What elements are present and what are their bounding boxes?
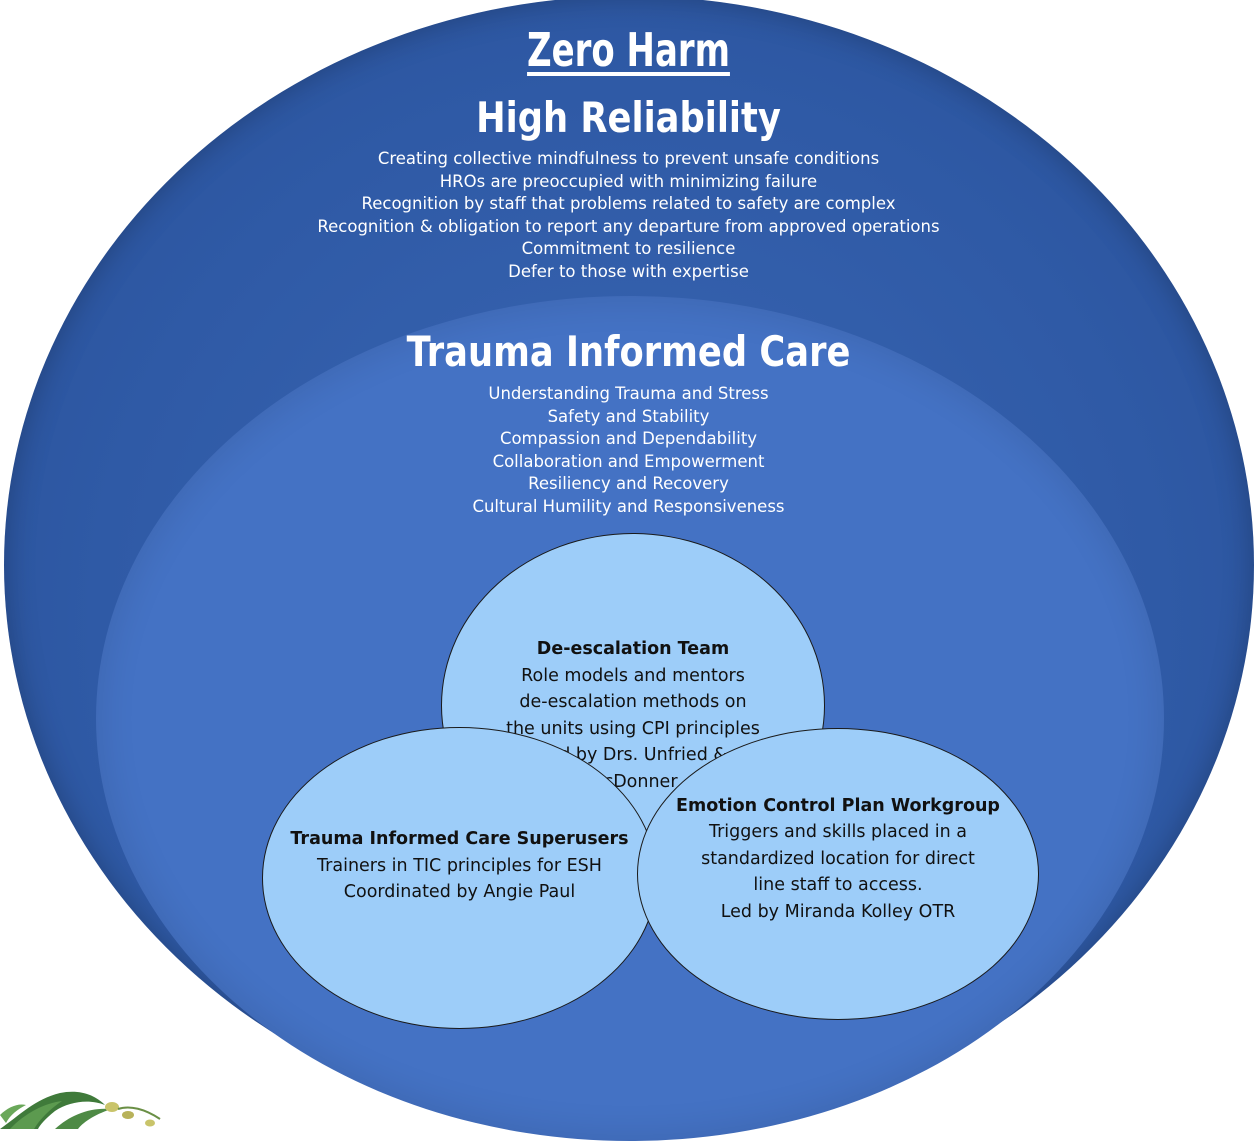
hr-item: Recognition & obligation to report any d…	[317, 216, 940, 236]
plant-logo-icon	[0, 1085, 180, 1129]
tic-item: Compassion and Dependability	[499, 429, 758, 448]
de-escalation-team-title: De-escalation Team	[536, 639, 730, 659]
hr-item: Recognition by staff that problems relat…	[361, 194, 896, 213]
hr-item: Commitment to resilience	[521, 239, 736, 258]
circle-line: standardized location for direct	[701, 848, 975, 869]
circle-line: de-escalation methods on	[519, 692, 747, 712]
tic-superusers-title: Trauma Informed Care Superusers	[290, 829, 629, 850]
high-reliability-list: Creating collective mindfulness to preve…	[0, 148, 1257, 283]
high-reliability-title: High Reliability	[476, 93, 781, 142]
tic-item: Understanding Trauma and Stress	[488, 384, 769, 403]
circle-line: line staff to access.	[753, 875, 923, 896]
circle-line: Led by Miranda Kolley OTR	[720, 901, 956, 922]
tic-item: Collaboration and Empowerment	[492, 451, 765, 471]
circle-line: Triggers and skills placed in a	[708, 822, 968, 843]
hr-item: Creating collective mindfulness to preve…	[377, 149, 880, 168]
emotion-control-plan-circle: Emotion Control Plan Workgroup Triggers …	[637, 728, 1039, 1020]
circle-line: the units using CPI principles	[506, 718, 760, 739]
tic-superusers-circle: Trauma Informed Care Superusers Trainers…	[262, 727, 657, 1029]
emotion-control-plan-title: Emotion Control Plan Workgroup	[676, 795, 1000, 816]
zero-harm-title: Zero Harm	[527, 23, 730, 77]
circle-line: Role models and mentors	[521, 665, 745, 686]
hr-item: Defer to those with expertise	[508, 261, 749, 281]
circle-line: Led by Drs. Unfried &	[538, 745, 728, 765]
trauma-informed-care-list: Understanding Trauma and Stress Safety a…	[0, 383, 1257, 518]
tic-item: Cultural Humility and Responsiveness	[472, 496, 785, 516]
circle-line: Coordinated by Angie Paul	[343, 882, 576, 903]
tic-item: Safety and Stability	[547, 406, 710, 426]
circle-line: Trainers in TIC principles for ESH	[317, 855, 602, 876]
trauma-informed-care-title: Trauma Informed Care	[406, 327, 851, 376]
hr-item: HROs are preoccupied with minimizing fai…	[439, 171, 818, 191]
tic-item: Resiliency and Recovery	[528, 474, 729, 493]
